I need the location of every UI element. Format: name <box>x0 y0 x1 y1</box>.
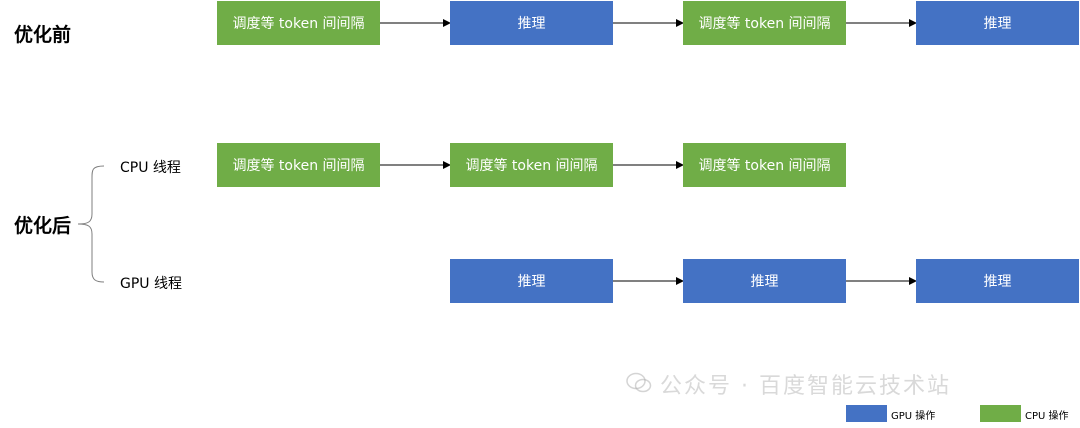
cpu-box-2: 调度等 token 间间隔 <box>450 143 613 187</box>
legend-cpu-label: CPU 操作 <box>1025 411 1069 422</box>
gpu-thread-label: GPU 线程 <box>120 276 182 292</box>
wechat-icon <box>626 372 652 393</box>
cpu-thread-label: CPU 线程 <box>120 160 181 176</box>
before-box-2: 推理 <box>450 1 613 45</box>
cpu-box-1: 调度等 token 间间隔 <box>217 143 380 187</box>
before-label: 优化前 <box>14 24 72 46</box>
cpu-box-3: 调度等 token 间间隔 <box>683 143 846 187</box>
gpu-box-1: 推理 <box>450 259 613 303</box>
before-box-3: 调度等 token 间间隔 <box>683 1 846 45</box>
thread-bracket <box>77 165 105 283</box>
before-box-1: 调度等 token 间间隔 <box>217 1 380 45</box>
gpu-box-2: 推理 <box>683 259 846 303</box>
legend-gpu-label: GPU 操作 <box>891 411 936 422</box>
legend-gpu-swatch <box>846 405 887 422</box>
legend-cpu-swatch <box>980 405 1021 422</box>
gpu-box-3: 推理 <box>916 259 1079 303</box>
watermark-text: 公众号 · 百度智能云技术站 <box>660 374 951 399</box>
after-label: 优化后 <box>14 215 72 237</box>
before-box-4: 推理 <box>916 1 1079 45</box>
